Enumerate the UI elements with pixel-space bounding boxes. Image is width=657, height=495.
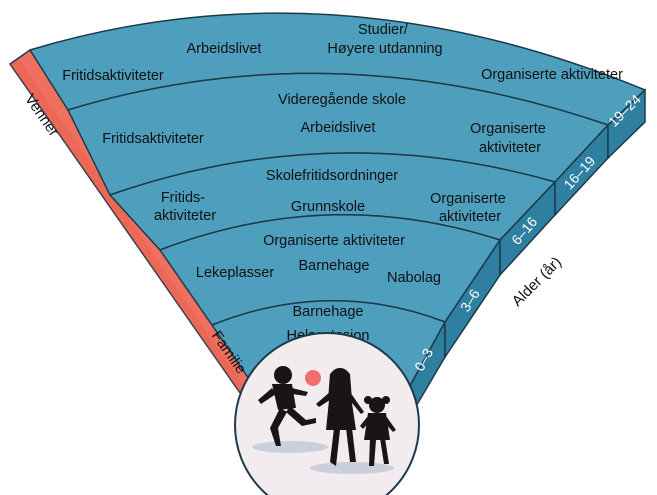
zone-barnehage-3-6: Barnehage <box>299 258 370 274</box>
zone-organiserte-16-19: Organiserte aktiviteter <box>470 121 550 156</box>
ball-icon <box>305 370 321 386</box>
zone-fritidsaktiviteter-19-24: Fritidsaktiviteter <box>62 68 164 84</box>
zone-nabolag: Nabolag <box>387 270 441 286</box>
zone-fritidsaktiviteter-16-19: Fritidsaktiviteter <box>102 131 204 147</box>
girl-silhouette <box>316 368 364 466</box>
children-illustration <box>234 332 420 495</box>
zone-skolefritidsordninger: Skolefritidsordninger <box>266 168 398 184</box>
zone-barnehage-0-3: Barnehage <box>293 304 364 320</box>
zone-organiserte-19-24: Organiserte aktiviteter <box>481 67 623 83</box>
small-child-silhouette <box>360 396 396 466</box>
zone-organiserte-3-6: Organiserte aktiviteter <box>263 233 405 249</box>
child-kicking-silhouette <box>258 366 316 446</box>
axis-label-alder: Alder (år) <box>509 254 565 310</box>
zone-arbeidslivet-19-24: Arbeidslivet <box>187 41 262 57</box>
zone-lekeplasser: Lekeplasser <box>196 265 274 281</box>
zone-studier: Studier/ Høyere utdanning <box>327 22 442 57</box>
zone-videregaende: Videregående skole <box>278 92 406 108</box>
age-axis-wall <box>404 88 646 423</box>
zone-fritidsaktiviteter-6-16: Fritids- aktiviteter <box>154 190 216 224</box>
zone-arbeidslivet-16-19: Arbeidslivet <box>301 120 376 136</box>
zone-grunnskole: Grunnskole <box>291 199 365 215</box>
zone-organiserte-6-16: Organiserte aktiviteter <box>430 191 510 225</box>
